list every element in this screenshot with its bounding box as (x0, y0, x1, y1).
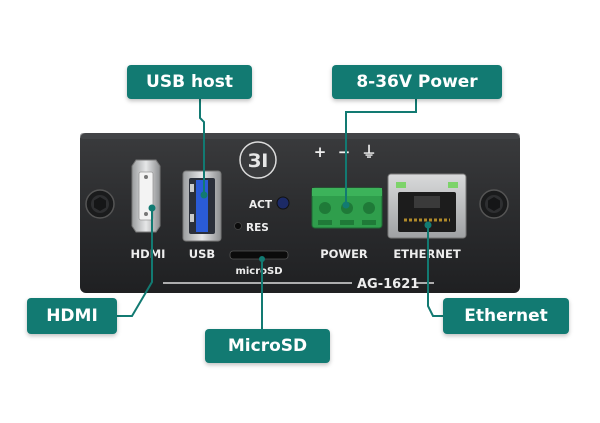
left-screw (85, 189, 115, 219)
hdmi-port (131, 159, 161, 233)
power-label: POWER (320, 247, 368, 261)
leader-dots (148, 191, 432, 262)
power-leader (345, 99, 417, 205)
right-screw (479, 189, 509, 219)
act-label: ACT (249, 199, 273, 211)
microsd-slot (229, 250, 289, 260)
act-led (276, 196, 290, 210)
model-number: AG-1621 (357, 277, 419, 292)
brand-logo: ЗI (239, 141, 277, 179)
microsd-callout: MicroSD (205, 329, 330, 363)
ground-symbol: ⏚ (361, 143, 376, 161)
plus-symbol: + (314, 143, 327, 161)
usb-host-callout: USB host (127, 65, 252, 99)
usb-label: USB (189, 247, 215, 261)
hdmi-leader (117, 208, 153, 317)
ethernet-callout: Ethernet (443, 298, 569, 334)
res-label: RES (246, 222, 269, 234)
hdmi-label: HDMI (131, 247, 166, 261)
power-callout: 8-36V Power (332, 65, 502, 99)
ethernet-port (387, 173, 467, 239)
ethernet-leader (427, 225, 443, 317)
logo-text: ЗI (248, 150, 269, 172)
minus-symbol: − (338, 143, 351, 161)
res-button (234, 222, 242, 230)
microsd-label: microSD (235, 266, 282, 277)
hdmi-callout: HDMI (27, 298, 117, 334)
leader-lines (117, 99, 443, 329)
usb-leader (199, 99, 205, 195)
usb-port (182, 170, 222, 242)
